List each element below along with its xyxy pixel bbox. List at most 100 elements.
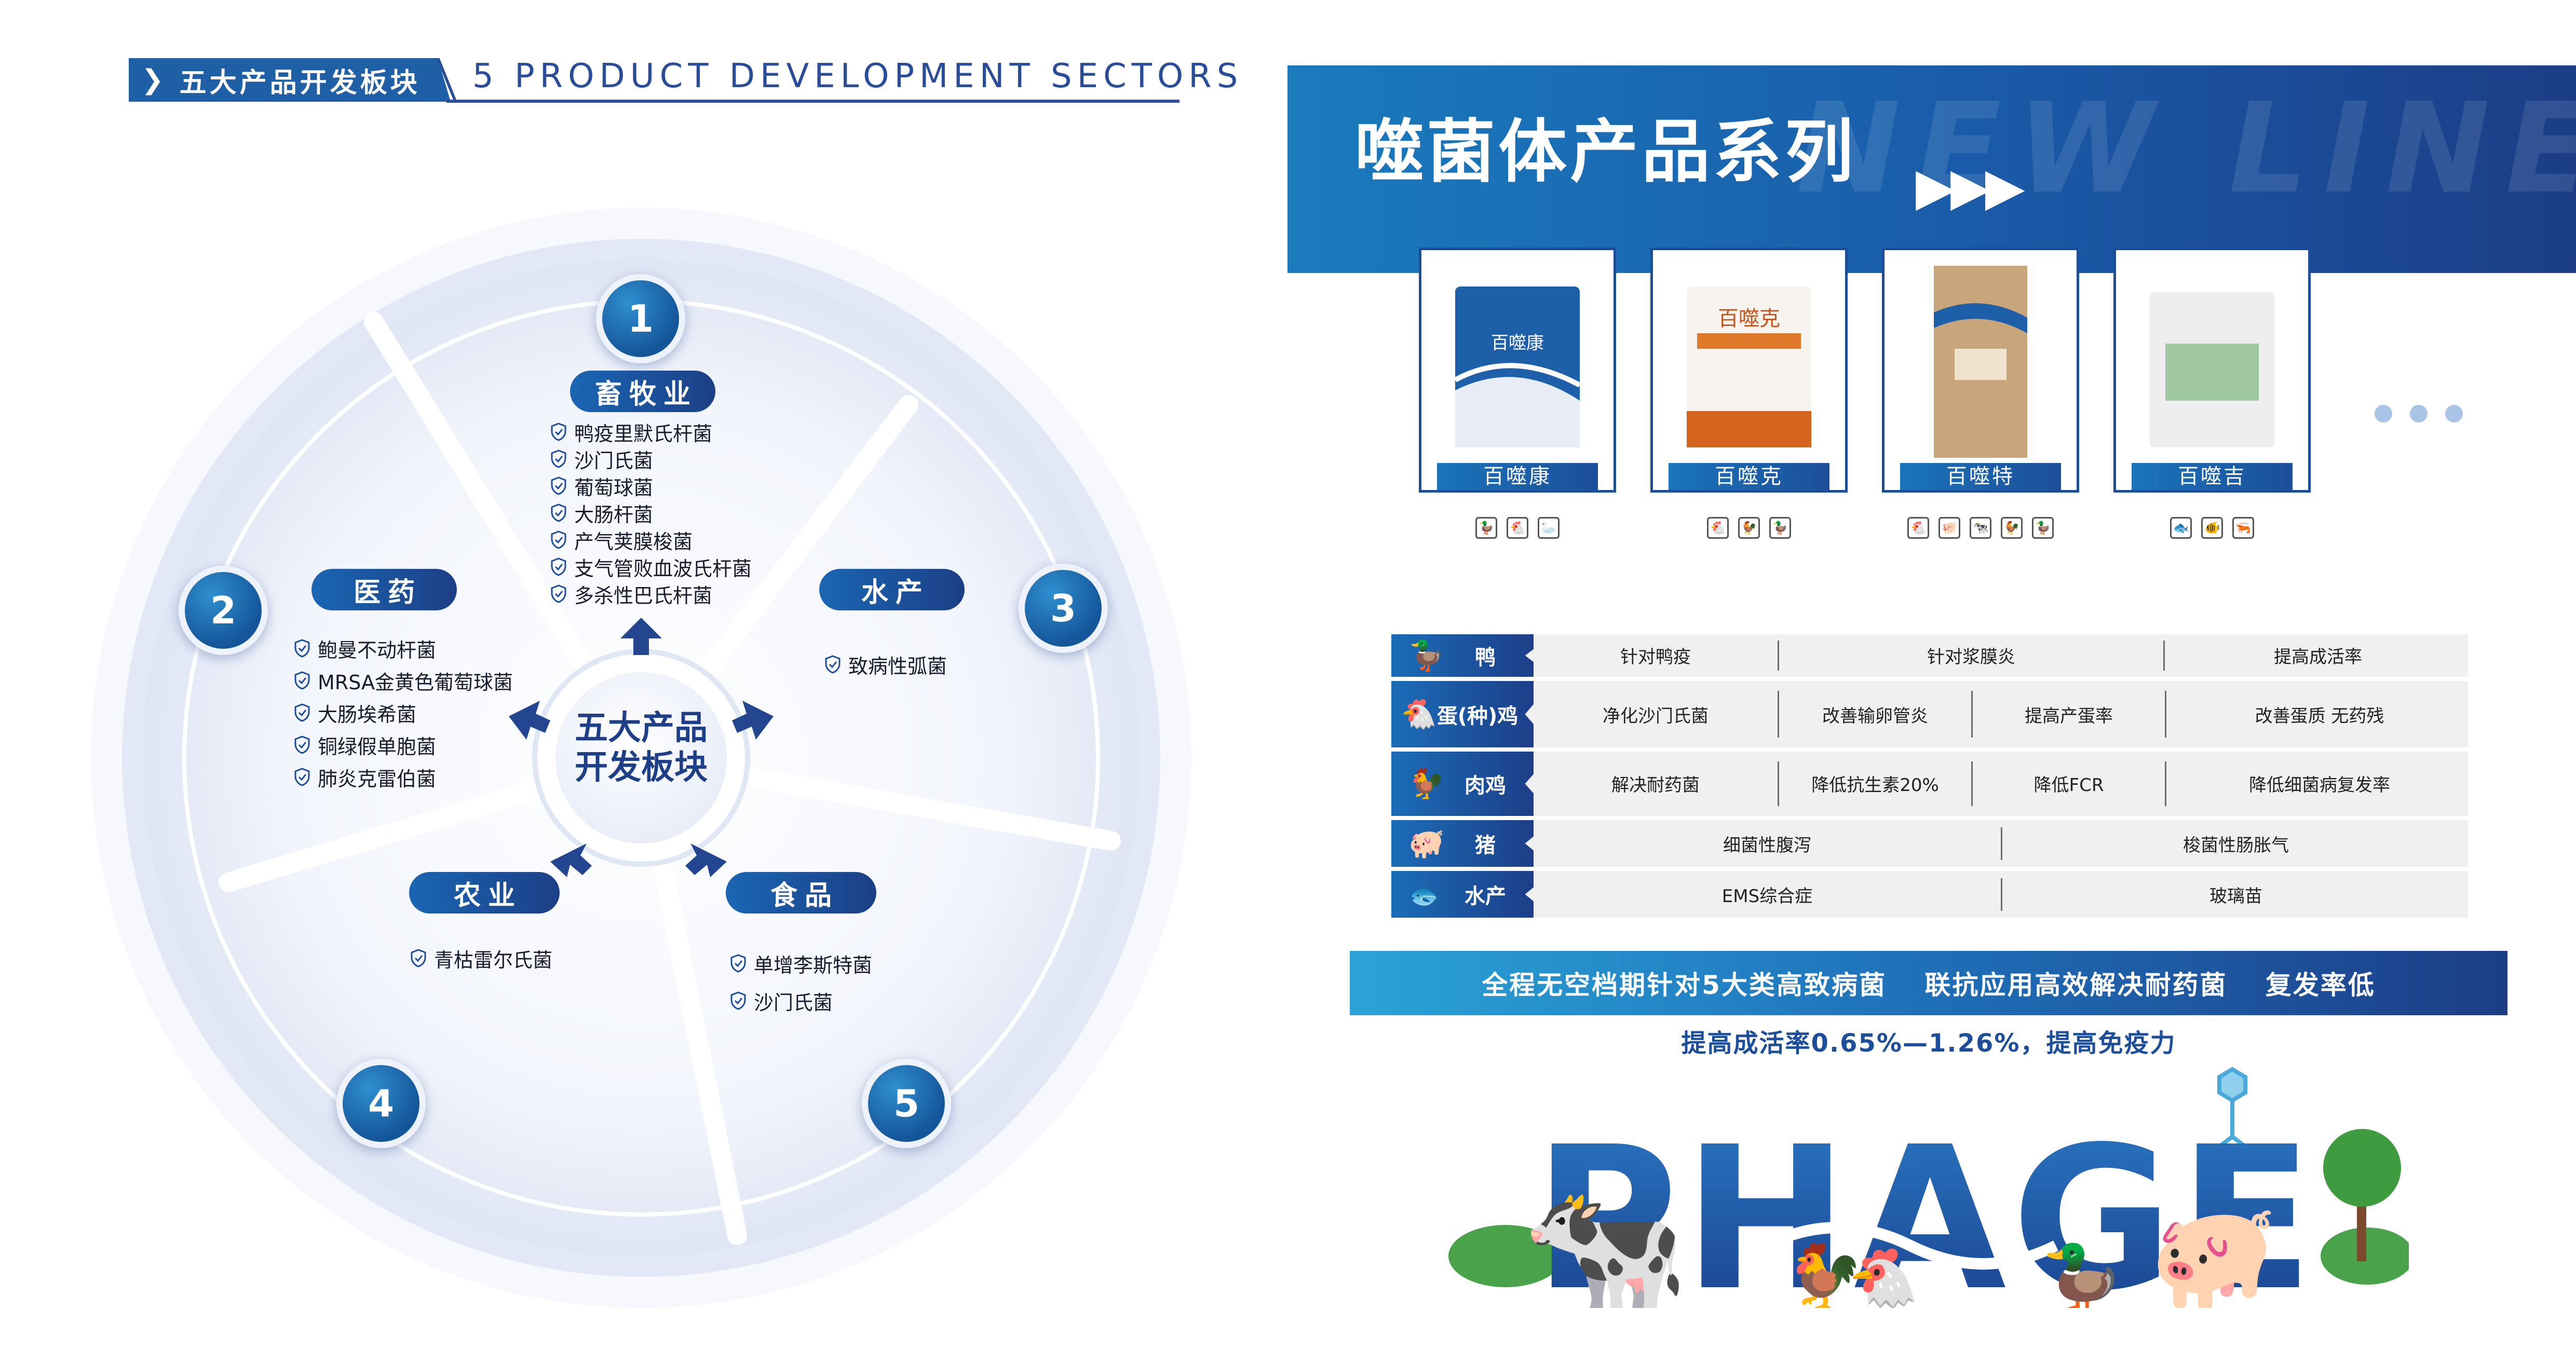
phage-word: PHAGE (1534, 1104, 2319, 1308)
product-3-animal-icons: 🐔 🐖 🐄 🐓 🦆 (1900, 517, 2061, 539)
pig-icon: 🐖 (1938, 517, 1960, 539)
goose-icon: 🦢 (1538, 517, 1560, 539)
fish-icon: 🐠 (2201, 517, 2223, 539)
table-cell: 净化沙门氏菌 (1603, 705, 1709, 727)
shield-check-icon (551, 557, 566, 576)
shield-check-icon (294, 639, 310, 658)
sector-title-1: 畜牧业 (570, 371, 715, 412)
list-item: 单增李斯特菌 (730, 945, 872, 982)
shield-check-icon (551, 422, 566, 441)
product-2-animal-icons: 🐔 🐓 🦆 (1669, 517, 1829, 539)
table-cell: 梭菌性肠胀气 (2001, 827, 2470, 860)
shrimp-icon: 🦐 (2232, 517, 2254, 539)
shield-check-icon (551, 584, 566, 603)
shield-check-icon (294, 735, 310, 754)
carousel-dot[interactable] (2375, 405, 2392, 422)
sector-list-5: 单增李斯特菌 沙门氏菌 (730, 945, 872, 1019)
cow-icon: 🐄 (1521, 1173, 1689, 1308)
sector-list-4: 青枯雷尔氏菌 (410, 945, 552, 972)
row-header: 🦆 鸭 (1391, 634, 1534, 677)
rooster-icon: 🐓 (1786, 1241, 1863, 1308)
duck-icon: 🦆 (1475, 517, 1497, 539)
product-card-4[interactable]: 百噬吉 (2116, 250, 2308, 490)
carousel-dot[interactable] (2445, 405, 2463, 422)
sector-title-2: 医药 (311, 569, 457, 610)
list-item: 沙门氏菌 (550, 445, 752, 472)
sector-list-1: 鸭疫里默氏杆菌 沙门氏菌 葡萄球菌 大肠杆菌 产气荚膜梭菌 支气管败血波氏杆菌 … (550, 418, 752, 607)
list-item: 青枯雷尔氏菌 (410, 945, 552, 972)
fish-icon: 🐟 (1408, 878, 1445, 911)
pig-icon: 🐖 (2149, 1196, 2279, 1308)
triple-arrow-icon: ▶▶▶ (1916, 156, 2025, 217)
sector-number-1: 1 (596, 274, 685, 363)
product-name: 百噬特 (1900, 463, 2061, 490)
product-name: 百噬克 (1669, 463, 1829, 490)
shield-check-icon (730, 954, 746, 973)
chicken-icon: 🐓 (2001, 517, 2023, 539)
list-item: 支气管败血波氏杆菌 (550, 553, 752, 580)
table-cell: 解决耐药菌 (1611, 775, 1700, 796)
table-row: 🐓 肉鸡 解决耐药菌 降低抗生素20% 降低FCR 降低细菌病复发率 (1391, 752, 2468, 816)
sector-list-2: 鲍曼不动杆菌 MRSA金黄色葡萄球菌 大肠埃希菌 铜绿假单胞菌 肺炎克雷伯菌 (294, 632, 513, 793)
chicken-icon: 🐔 (1907, 517, 1929, 539)
shield-check-icon (294, 768, 310, 786)
fish-icon: 🐟 (2170, 517, 2192, 539)
product-4-animal-icons: 🐟 🐠 🦐 (2132, 517, 2293, 539)
product-package-kraft (1934, 266, 2027, 458)
table-cell: 改善蛋质 无药残 (2165, 691, 2473, 738)
list-item: 多杀性巴氏杆菌 (550, 580, 752, 607)
list-item: 葡萄球菌 (550, 472, 752, 499)
bacteriophage-icon (2210, 1067, 2255, 1154)
product-banner: NEW LINE 噬菌体产品系列 ▶▶▶ (1287, 65, 2576, 273)
shield-check-icon (730, 991, 746, 1010)
broiler-icon: 🐓 (1408, 767, 1445, 801)
shield-check-icon (551, 476, 566, 495)
chevron-right-icon: ❯ (141, 64, 167, 96)
cow-icon: 🐄 (1970, 517, 1991, 539)
duck-icon: 🦆 (1408, 639, 1445, 673)
table-cell: EMS综合症 (1721, 885, 1813, 907)
list-item: 产气荚膜梭菌 (550, 526, 752, 553)
phage-illustration: PHAGE 🐄 🐓 🐔 🦆 🐖 (1448, 1067, 2409, 1308)
table-row: 🐖 猪 细菌性腹泻 梭菌性肠胀气 (1391, 820, 2468, 867)
feature-table: 🦆 鸭 针对鸭疫 针对浆膜炎 提高成活率 🐔 蛋(种)鸡 净化沙门氏菌 改善输卵… (1391, 634, 2468, 918)
product-1-animal-icons: 🦆 🐔 🦢 (1437, 517, 1598, 539)
list-item: 铜绿假单胞菌 (294, 729, 513, 761)
shield-check-icon (825, 655, 840, 674)
stat-line: 提高成活率0.65%—1.26%，提高免疫力 (1681, 1029, 2176, 1058)
product-card-2[interactable]: 百噬克 百噬克 (1653, 250, 1845, 490)
pack-label: 百噬康 (1491, 333, 1544, 353)
table-row: 🦆 鸭 针对鸭疫 针对浆膜炎 提高成活率 (1391, 634, 2468, 677)
duck-icon: 🦆 (2040, 1240, 2124, 1308)
product-package-orange: 百噬克 (1687, 287, 1811, 447)
table-cell: 玻璃苗 (2001, 878, 2470, 911)
pack-label: 百噬克 (1718, 307, 1780, 331)
table-cell: 针对浆膜炎 (1778, 640, 2163, 671)
table-row: 🐟 水产 EMS综合症 玻璃苗 (1391, 871, 2468, 918)
list-item: 肺炎克雷伯菌 (294, 761, 513, 793)
row-header: 🐖 猪 (1391, 820, 1534, 867)
product-card-1[interactable]: 百噬康 百噬康 (1421, 250, 1614, 490)
product-card-3[interactable]: 百噬特 (1884, 250, 2077, 490)
table-cell: 降低细菌病复发率 (2165, 761, 2473, 807)
list-item: MRSA金黄色葡萄球菌 (294, 664, 513, 697)
center-label: 五大产品 开发板块 (575, 709, 708, 787)
row-header: 🐓 肉鸡 (1391, 752, 1534, 816)
product-package-blue: 百噬康 (1454, 287, 1581, 447)
row-header: 🐔 蛋(种)鸡 (1391, 681, 1534, 747)
sector-list-3: 致病性弧菌 (824, 651, 947, 678)
left-panel: ❯ 五大产品开发板块 5 PRODUCT DEVELOPMENT SECTORS… (0, 0, 1256, 1363)
sector-wheel (91, 208, 1191, 1308)
list-item: 大肠杆菌 (550, 499, 752, 526)
shield-check-icon (551, 530, 566, 549)
carousel-dot[interactable] (2410, 405, 2428, 422)
sector-number-2: 2 (179, 566, 268, 655)
sector-title-5: 食品 (726, 872, 876, 914)
sector-title-4: 农业 (409, 872, 560, 914)
table-cell: 针对鸭疫 (1620, 647, 1691, 668)
table-cell: 细菌性腹泻 (1723, 835, 1811, 856)
shield-check-icon (294, 671, 310, 690)
list-item: 沙门氏菌 (730, 982, 872, 1019)
table-row: 🐔 蛋(种)鸡 净化沙门氏菌 改善输卵管炎 提高产蛋率 改善蛋质 无药残 (1391, 681, 2468, 747)
sector-number-4: 4 (336, 1059, 426, 1148)
